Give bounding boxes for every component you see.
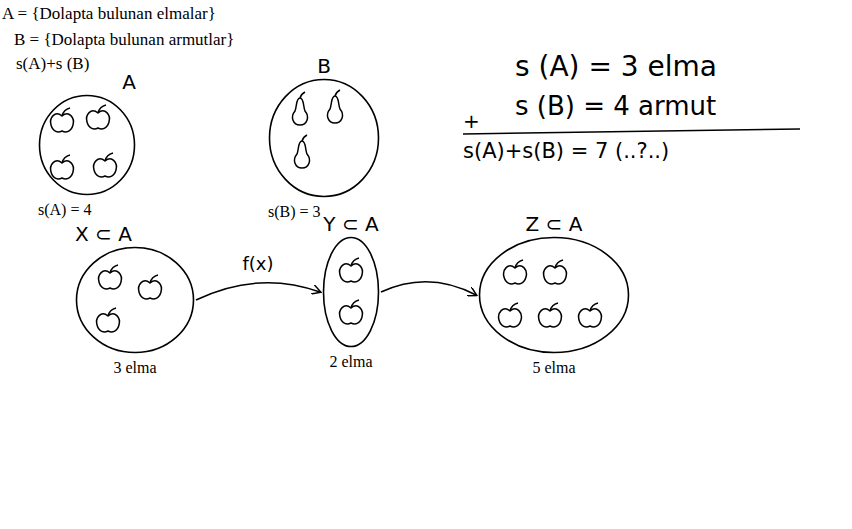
- handwritten-note: s(A)+s(B) = 7 (..?..): [463, 138, 669, 165]
- set-circle: Y ⊂ A 2 elma: [322, 212, 380, 372]
- set-name: Z ⊂ A: [526, 212, 583, 236]
- set-outline: [38, 94, 136, 196]
- set-caption: 3 elma: [113, 358, 156, 378]
- set-definition: B = {Dolapta bulunan armutlar}: [14, 30, 234, 50]
- pears-b: [293, 90, 343, 168]
- set-circle: Z ⊂ A 5 elma: [478, 212, 630, 378]
- set-circle: As(A) = 4: [38, 70, 136, 220]
- set-caption: 5 elma: [532, 358, 575, 378]
- mapping-arrow: [196, 283, 320, 300]
- edge-label: f(x): [240, 253, 275, 275]
- set-outline: [75, 246, 195, 354]
- set-caption: s(B) = 3: [268, 202, 321, 222]
- apples-y: [340, 258, 363, 324]
- sum-line: [463, 129, 800, 134]
- handwritten-note: s (A) = 3 elma: [515, 50, 717, 84]
- apples-x: [97, 265, 162, 332]
- set-name: Y ⊂ A: [323, 212, 378, 236]
- set-circle: X ⊂ A 3 elma: [75, 222, 195, 378]
- apples-a: [51, 105, 117, 179]
- mapping-arrow: [381, 282, 476, 295]
- handwritten-note: s (B) = 4 armut: [515, 90, 716, 122]
- set-definition: s(A)+s (B): [16, 54, 89, 74]
- set-outline: [478, 236, 630, 354]
- set-name: X ⊂ A: [75, 222, 132, 246]
- set-definition: A = {Dolapta bulunan elmalar}: [2, 4, 216, 24]
- set-outline: [322, 236, 380, 348]
- set-caption: s(A) = 4: [38, 200, 91, 220]
- set-caption: 2 elma: [329, 352, 372, 372]
- handwritten-note: +: [463, 108, 480, 134]
- set-outline: [268, 78, 380, 198]
- set-circle: Bs(B) = 3: [268, 54, 380, 222]
- apples-z: [499, 260, 602, 327]
- set-name: A: [122, 70, 136, 94]
- set-name: B: [317, 54, 331, 78]
